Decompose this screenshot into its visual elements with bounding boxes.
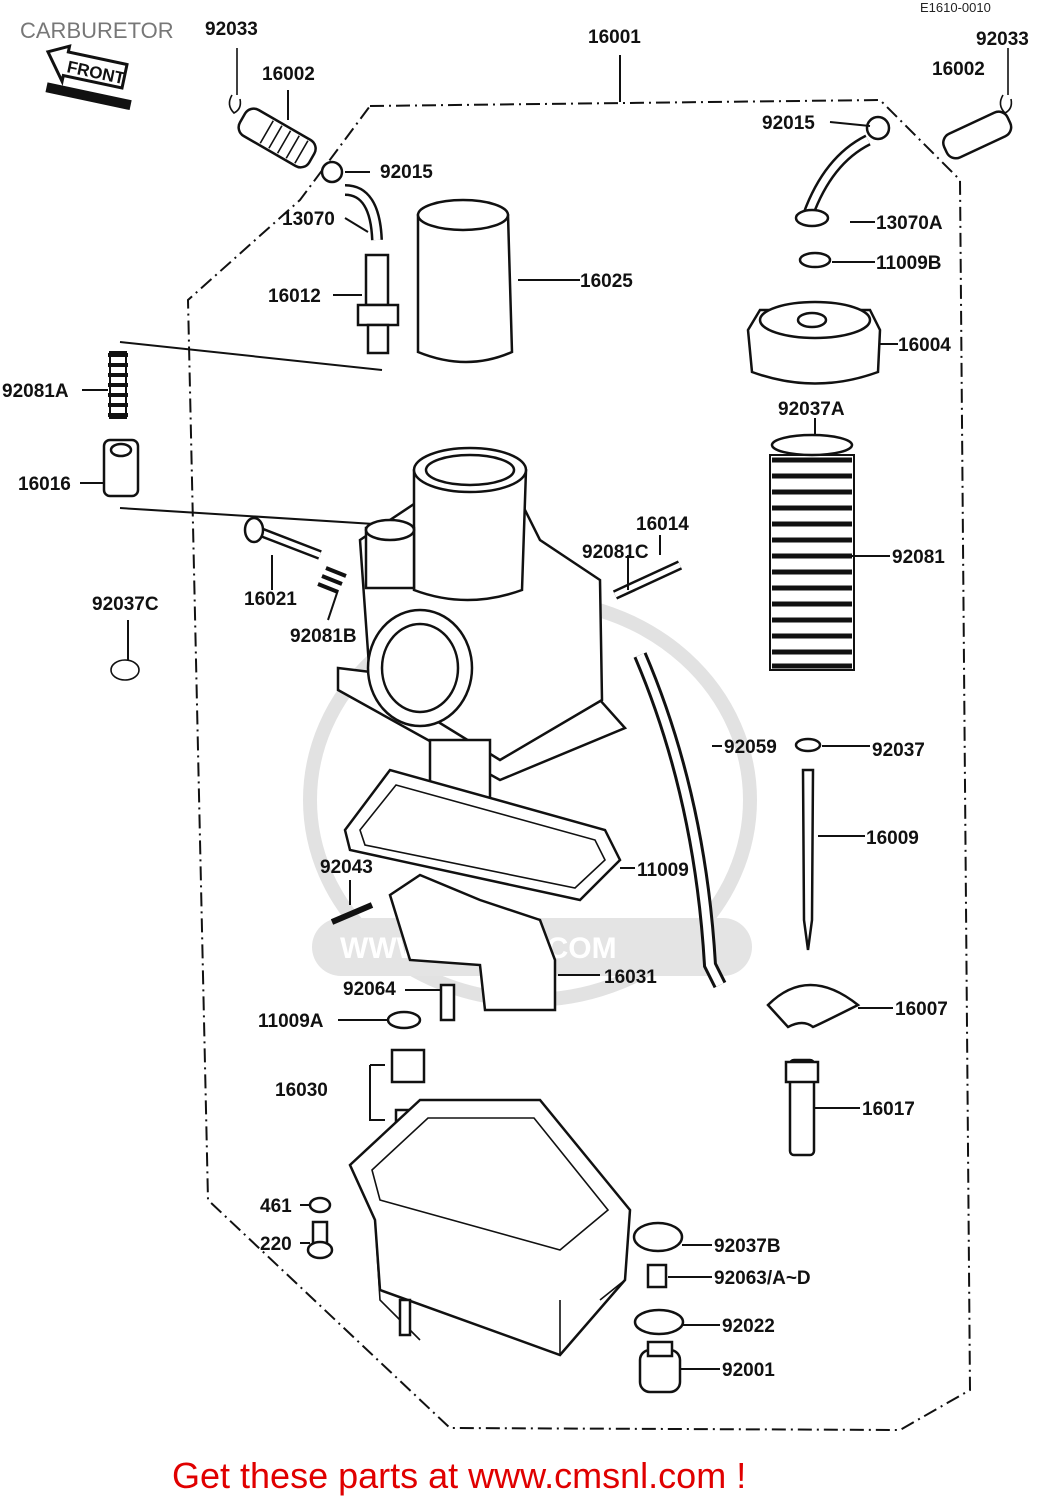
label-16014: 16014 — [636, 514, 689, 535]
front-arrow-icon: FRONT — [45, 44, 132, 111]
washer-461-icon — [308, 1196, 332, 1214]
needle-clip-icon — [766, 983, 861, 1029]
label-92064: 92064 — [343, 979, 396, 1000]
label-92081A: 92081A — [2, 381, 69, 402]
oring-small-icon — [110, 659, 140, 681]
label-16001: 16001 — [588, 27, 641, 48]
label-92001: 92001 — [722, 1360, 775, 1381]
pilot-screw-icon — [243, 516, 347, 594]
float-icon — [330, 873, 557, 1012]
label-92059: 92059 — [724, 737, 777, 758]
label-16002-right: 16002 — [932, 59, 985, 80]
main-spring-icon — [769, 433, 855, 671]
label-92081: 92081 — [892, 547, 945, 568]
label-92033-left: 92033 — [205, 19, 258, 40]
drain-jet-icon — [646, 1263, 668, 1289]
label-92037: 92037 — [872, 740, 925, 761]
washer-right-icon — [865, 115, 891, 141]
label-92043: 92043 — [320, 857, 373, 878]
label-13070A: 13070A — [876, 213, 943, 234]
label-220: 220 — [260, 1234, 292, 1255]
carburetor-body-icon — [336, 446, 628, 812]
label-92081B: 92081B — [290, 626, 357, 647]
assembly-boundary — [186, 98, 972, 1432]
gasket-ring-icon — [633, 1308, 685, 1336]
throttle-valve-icon — [416, 198, 514, 364]
label-92015-left: 92015 — [380, 162, 433, 183]
label-16007: 16007 — [895, 999, 948, 1020]
label-16031: 16031 — [604, 967, 657, 988]
label-92037C: 92037C — [92, 594, 159, 615]
top-cap-icon — [746, 300, 882, 385]
label-11009: 11009 — [637, 860, 689, 881]
gasket-icon — [343, 768, 622, 902]
footer-link[interactable]: Get these parts at www.cmsnl.com ! — [172, 1455, 746, 1496]
bent-tube-right-icon — [802, 134, 871, 218]
cap-cylinder-icon — [237, 107, 317, 169]
diagram-title: CARBURETOR — [20, 18, 174, 43]
screw-220-icon — [306, 1220, 334, 1260]
jet-holder-icon — [102, 438, 140, 498]
label-92033-right: 92033 — [976, 29, 1029, 50]
needle-jet-icon — [784, 1058, 820, 1157]
oring-a-icon — [386, 1010, 422, 1030]
label-11009B: 11009B — [876, 253, 942, 274]
idle-screw-icon — [612, 560, 683, 600]
drawing-code: E1610-0010 — [920, 0, 991, 15]
label-92081C: 92081C — [582, 542, 649, 563]
label-92063: 92063/A~D — [714, 1268, 811, 1289]
clip-icon — [228, 48, 242, 114]
jet-needle-icon — [801, 768, 815, 951]
label-16012: 16012 — [268, 286, 321, 307]
label-16004: 16004 — [898, 335, 951, 356]
label-92015-right: 92015 — [762, 113, 815, 134]
washer-icon — [320, 160, 344, 184]
label-16016: 16016 — [18, 474, 71, 495]
clip-right-icon — [999, 48, 1013, 114]
label-92037A: 92037A — [778, 399, 845, 420]
main-jet-icon — [439, 983, 456, 1022]
label-16002-left: 16002 — [262, 64, 315, 85]
label-16021: 16021 — [244, 589, 297, 610]
float-bowl-icon — [348, 1098, 632, 1357]
drain-plug-icon — [638, 1340, 682, 1394]
cap-right-icon — [942, 110, 1013, 160]
label-16025: 16025 — [580, 271, 633, 292]
label-461: 461 — [260, 1196, 292, 1217]
part-labels: 92033 16002 92015 13070 16012 16025 9208… — [2, 19, 1029, 1381]
label-16030: 16030 — [275, 1080, 328, 1101]
oring-icon — [798, 251, 832, 269]
spring-left-icon — [108, 351, 128, 419]
label-92022: 92022 — [722, 1316, 775, 1337]
plug-icon — [632, 1221, 684, 1253]
label-13070: 13070 — [282, 209, 335, 230]
cable-adjuster-icon — [356, 253, 400, 355]
label-11009A: 11009A — [258, 1011, 324, 1032]
label-16009: 16009 — [866, 828, 919, 849]
label-16017: 16017 — [862, 1099, 915, 1120]
label-92037B: 92037B — [714, 1236, 781, 1257]
